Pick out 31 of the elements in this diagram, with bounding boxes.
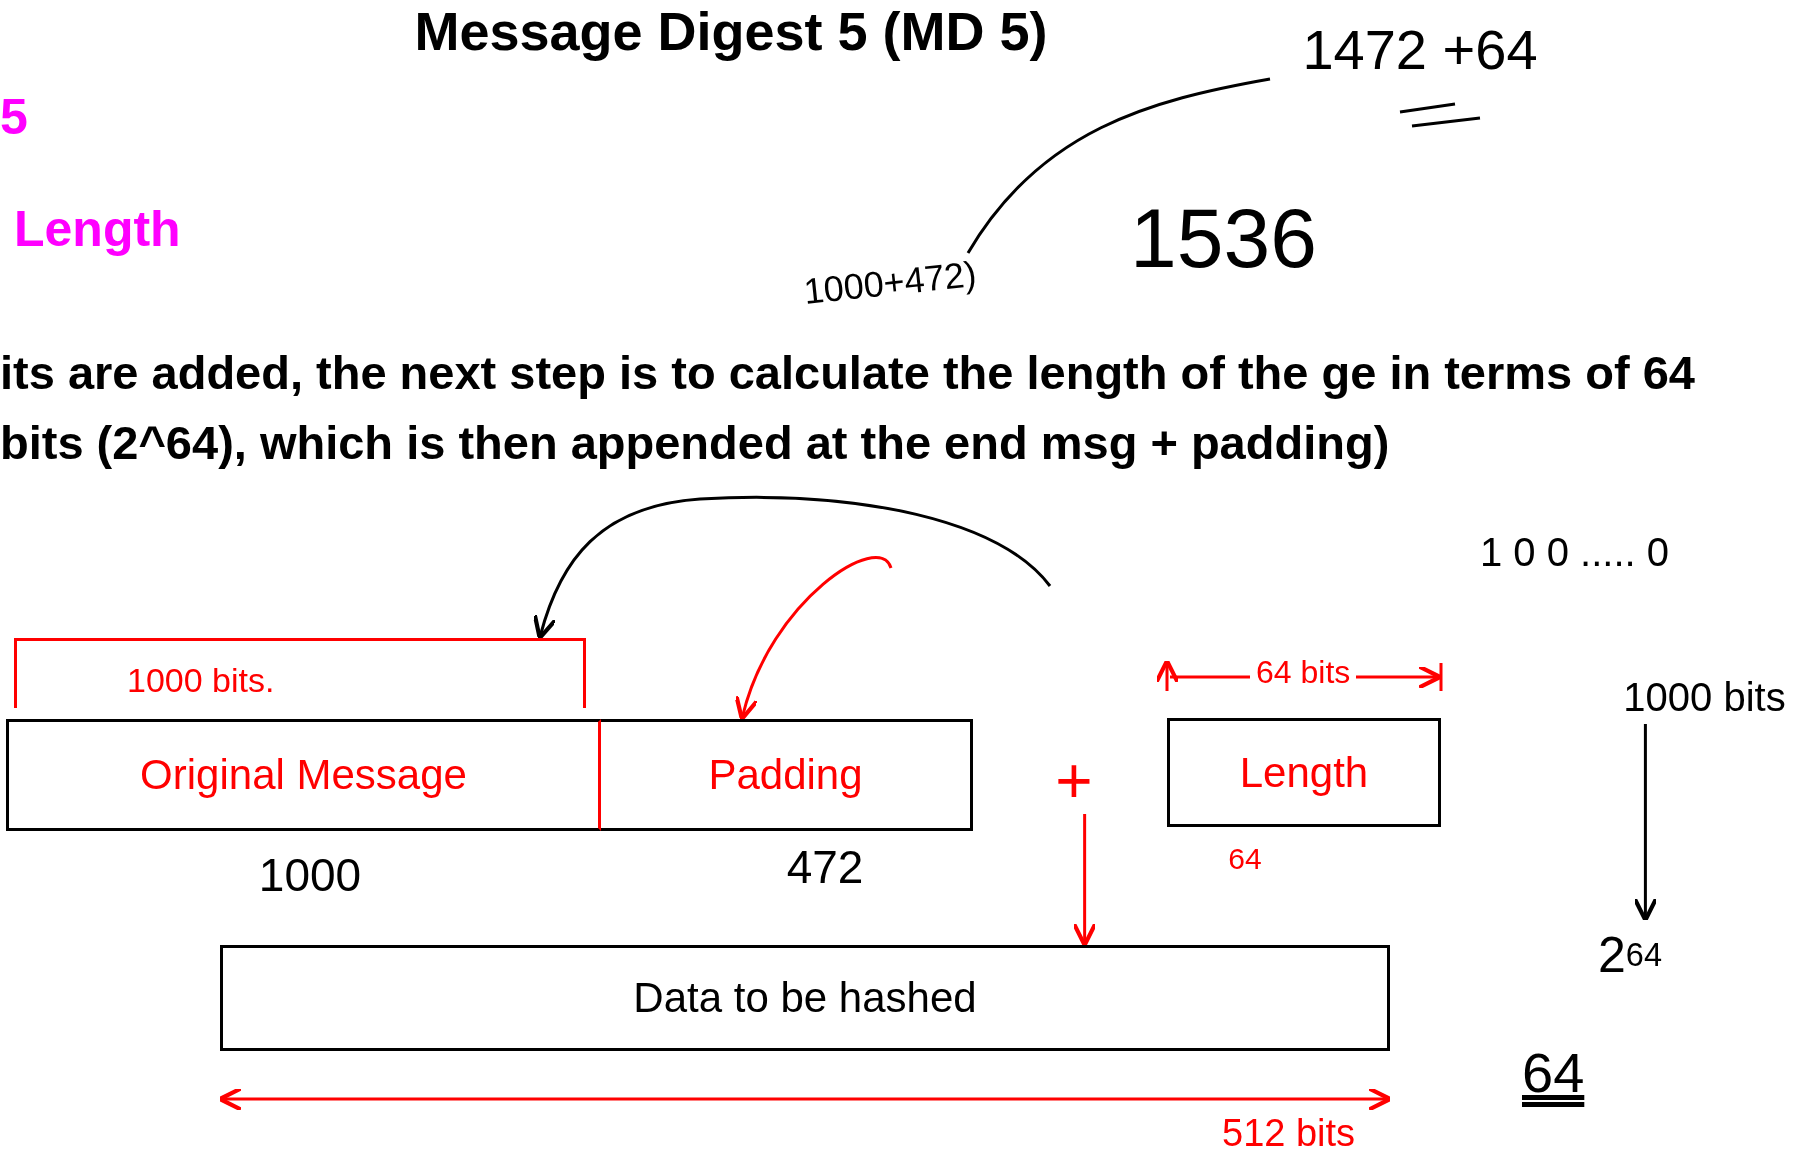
data-box	[220, 945, 1390, 1051]
bit-bracket	[14, 638, 586, 708]
box-label: Length	[1239, 748, 1369, 797]
box-label: Original Message	[140, 751, 467, 799]
arrow	[533, 496, 1052, 641]
bit-count: 1000	[257, 848, 363, 902]
dimension-label: 512 bits	[1222, 1112, 1356, 1155]
connector-line	[966, 77, 1271, 254]
padding-box	[601, 719, 973, 831]
message-box	[6, 719, 601, 831]
body-text: its are added, the next step is to calculate the length of the ge in terms of 64 bits (2^64), which is then appended at the end msg + padding)	[0, 345, 1696, 471]
handwritten-sum: 1472 +64	[1270, 18, 1570, 80]
box-label: 1000 bits.	[127, 661, 275, 700]
slide-title: Message Digest 5 (MD 5)	[413, 0, 1049, 62]
arrow	[735, 556, 893, 722]
plus-sign: +	[1052, 750, 1096, 812]
box-label: Data to be hashed	[633, 974, 977, 1022]
length-box	[1167, 718, 1441, 827]
box-label: Padding	[708, 751, 863, 799]
bit-count: 64	[1227, 842, 1263, 876]
handwritten-note: 1 0 0 ..... 0	[1480, 530, 1669, 575]
handwritten-note: 1000 bits	[1590, 672, 1819, 722]
step-number: 5	[0, 88, 28, 146]
power-expression: 2$^{64}$	[1575, 920, 1685, 990]
section-heading: Length	[14, 200, 181, 258]
handwritten-number: 1536	[1130, 190, 1317, 287]
handwritten-sum: 1000+472)	[757, 241, 1023, 324]
handwritten-number: 64	[1522, 1040, 1585, 1105]
arrow	[1632, 724, 1658, 923]
bit-count: 472	[785, 840, 865, 894]
arrow	[1072, 814, 1098, 948]
